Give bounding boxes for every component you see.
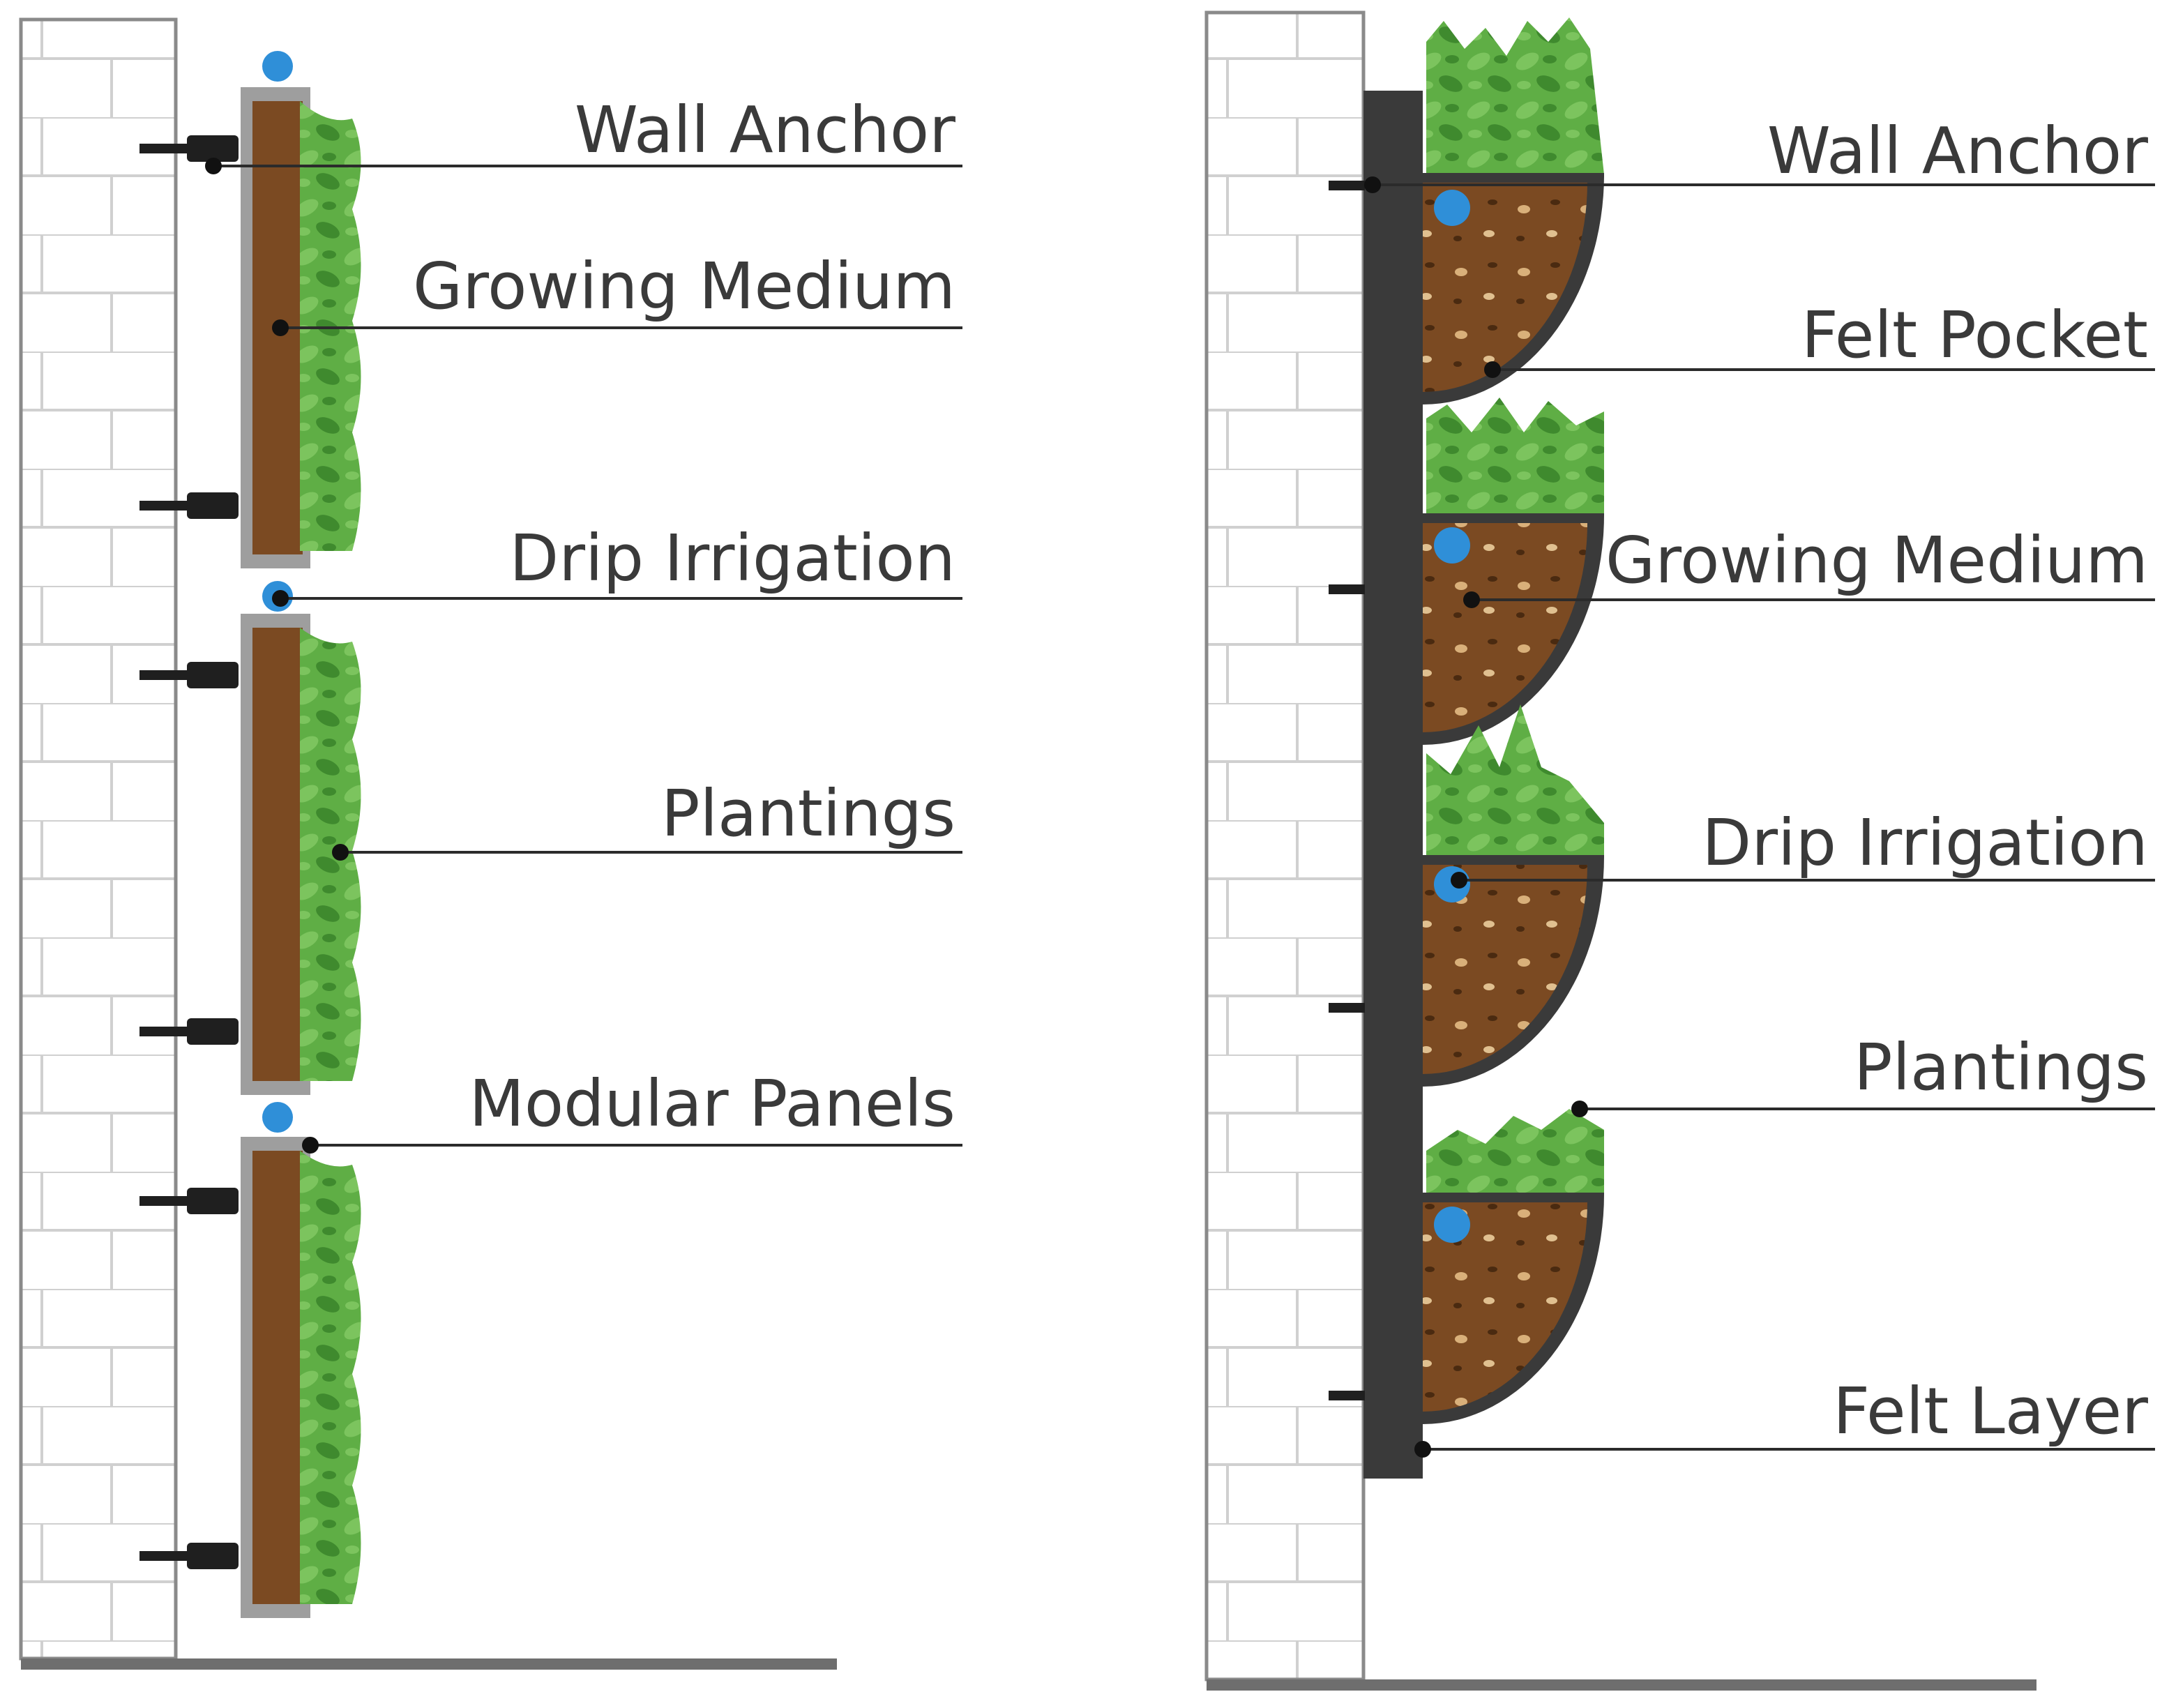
left-label-modular-panels: Modular Panels [469, 1066, 955, 1141]
right-leader-lines [1364, 176, 2155, 1458]
right-label-felt-pocket: Felt Pocket [1801, 298, 2148, 372]
right-felt-layer [1363, 91, 1423, 1479]
left-ground-line [21, 1658, 837, 1670]
left-brick-wall [19, 17, 178, 1661]
right-brick-wall [1204, 10, 1366, 1681]
left-panel-middle [241, 614, 361, 1095]
right-pocket-1 [1423, 17, 1605, 405]
right-label-felt-layer: Felt Layer [1833, 1374, 2148, 1449]
left-system-modular-panels: Wall Anchor Growing Medium Drip Irrigati… [19, 17, 962, 1670]
right-ground-line [1207, 1679, 2036, 1691]
right-label-plantings: Plantings [1854, 1030, 2148, 1105]
left-label-wall-anchor: Wall Anchor [575, 93, 955, 167]
right-label-drip-irrigation: Drip Irrigation [1702, 806, 2148, 880]
left-label-drip-irrigation: Drip Irrigation [509, 521, 955, 596]
left-wall-anchors [139, 135, 239, 1569]
right-system-felt-pockets: Wall Anchor Felt Pocket Growing Medium D… [1204, 10, 2155, 1691]
left-leader-lines [205, 158, 962, 1154]
left-panel-bottom [241, 1137, 361, 1618]
right-label-wall-anchor: Wall Anchor [1767, 114, 2148, 188]
left-label-plantings: Plantings [661, 776, 955, 851]
right-pocket-3 [1423, 704, 1605, 1087]
right-pocket-4 [1423, 1109, 1605, 1425]
right-pocket-2 [1423, 398, 1605, 745]
right-label-growing-medium: Growing Medium [1605, 523, 2148, 598]
right-wall-anchors [1329, 181, 1365, 1400]
left-label-growing-medium: Growing Medium [413, 249, 955, 324]
